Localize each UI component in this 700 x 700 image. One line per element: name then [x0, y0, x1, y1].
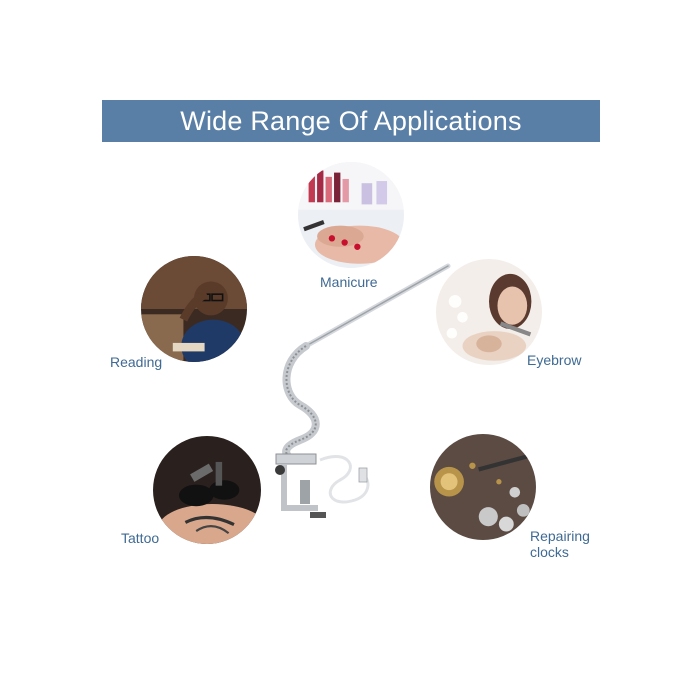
- clock-repair-photo: [430, 434, 536, 540]
- tattoo-photo: [153, 436, 261, 544]
- manicure-label: Manicure: [320, 274, 378, 290]
- clock-repair-label: Repairing clocks: [530, 528, 590, 560]
- reading-photo: [141, 256, 247, 362]
- banner-title: Wide Range Of Applications: [180, 105, 522, 136]
- clock-repair-label-line1: Repairing: [530, 528, 590, 544]
- eyebrow-photo: [436, 259, 542, 365]
- tattoo-label: Tattoo: [121, 530, 160, 546]
- manicure-photo: [298, 162, 404, 268]
- clock-repair-label-line2: clocks: [530, 544, 569, 560]
- reading-label: Reading: [110, 354, 163, 370]
- eyebrow-label: Eyebrow: [527, 352, 582, 368]
- title-banner: Wide Range Of Applications: [102, 100, 600, 142]
